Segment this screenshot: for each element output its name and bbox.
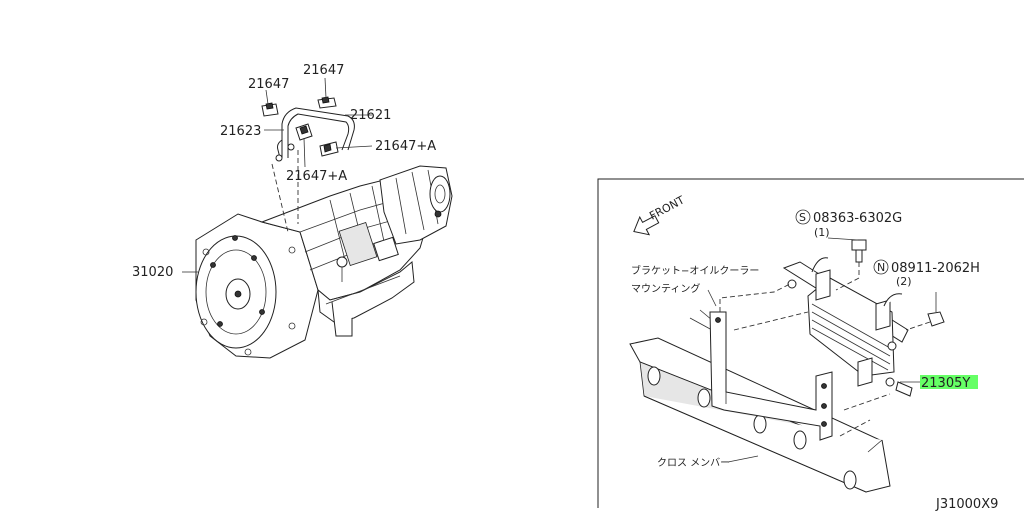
- label-21647-top: 21647: [303, 63, 344, 78]
- leader-lines-left: [182, 77, 373, 273]
- callout-bolt: S 08363-6302G (1): [795, 209, 902, 241]
- front-arrow-icon: [633, 215, 660, 236]
- label-21305Y[interactable]: 21305Y: [921, 376, 970, 391]
- dashed-assembly-lines: [719, 283, 891, 437]
- label-crossmember-jp: クロス メンバー: [657, 457, 730, 469]
- oil-cooler-bracket: [709, 311, 833, 441]
- detail-frame: [597, 178, 1024, 508]
- clip-21647-mid: [295, 123, 313, 141]
- label-21621: 21621: [350, 108, 391, 123]
- label-21647A-bottom: 21647+A: [286, 169, 347, 184]
- callout-nut: N 08911-2062H (2): [873, 259, 980, 288]
- callout-bracket: ブラケット−オイルクーラー マウンティング: [631, 264, 759, 307]
- label-21647A-right: 21647+A: [375, 139, 436, 154]
- label-nut-qty: (2): [896, 275, 912, 288]
- label-21647-left: 21647: [248, 77, 289, 92]
- clip-21647A: [319, 141, 339, 157]
- label-nut-code: 08911-2062H: [891, 261, 980, 276]
- label-bracket-jp-2: マウンティング: [631, 282, 700, 295]
- nut-hardware: [905, 292, 945, 331]
- front-label: FRONT: [647, 193, 687, 222]
- bolt-prefix-icon: S: [799, 211, 806, 224]
- transmission-assembly: [195, 165, 453, 359]
- nut-prefix-icon: N: [877, 261, 885, 274]
- clip-21647-left: [261, 102, 279, 117]
- label-bolt-qty: (1): [814, 226, 830, 239]
- label-31020: 31020: [132, 265, 173, 280]
- bolt-hardware: [835, 239, 867, 291]
- label-bracket-jp-1: ブラケット−オイルクーラー: [631, 264, 759, 277]
- callout-cooler: 21305Y: [900, 375, 978, 391]
- label-bolt-code: 08363-6302G: [813, 211, 902, 226]
- label-21623: 21623: [220, 124, 261, 139]
- diagram-id: J31000X9: [935, 497, 998, 512]
- oil-cooler: [782, 257, 913, 397]
- highlight-21305Y: [920, 375, 978, 389]
- callout-crossmember: クロス メンバー: [657, 455, 759, 469]
- clip-21647-top: [317, 96, 337, 109]
- cooler-tubes-and-clips: [261, 96, 355, 233]
